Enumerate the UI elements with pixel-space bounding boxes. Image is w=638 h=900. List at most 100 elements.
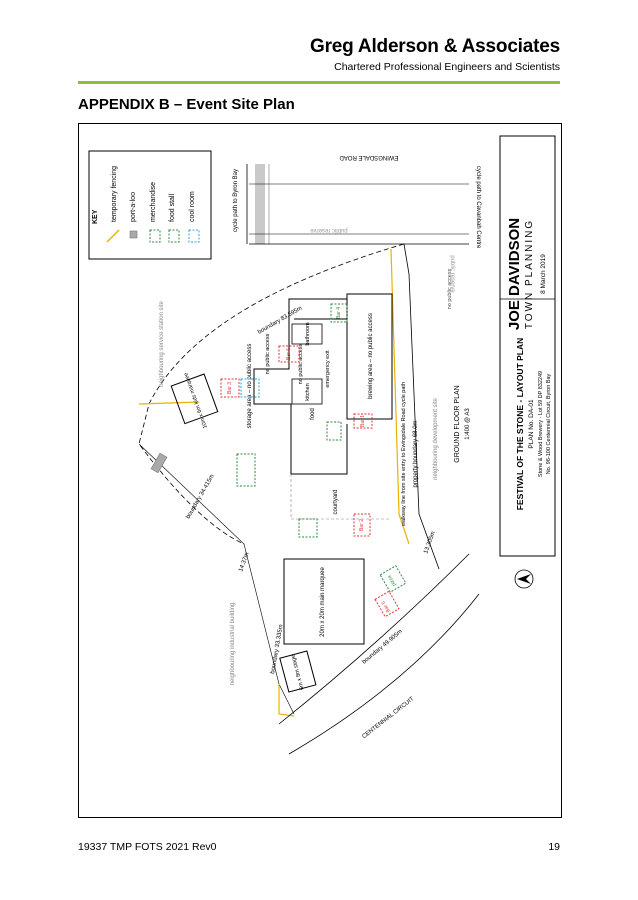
svg-text:no public access: no public access — [265, 333, 271, 374]
title-block — [499, 135, 556, 557]
label-bar-3: Bar 3 — [227, 382, 233, 394]
svg-text:FESTIVAL OF THE STONE - LAYOUT: FESTIVAL OF THE STONE - LAYOUT PLAN — [515, 338, 525, 511]
key-merchandise-symbol — [149, 229, 161, 243]
site-plan: KEY temporary fencing port-a-loo merchan… — [78, 123, 562, 818]
bar-3 — [220, 378, 240, 398]
label-food: food — [310, 408, 316, 420]
svg-text:EWINGSDALE ROAD: EWINGSDALE ROAD — [339, 154, 399, 160]
portaloo-bank — [150, 452, 168, 474]
label-no-public-access-top: no public access — [447, 268, 453, 309]
svg-text:brewing area – no public acces: brewing area – no public access — [368, 313, 374, 399]
svg-text:PLAN No. DA-01: PLAN No. DA-01 — [528, 399, 535, 449]
bar-6 — [278, 345, 300, 363]
svg-text:TOWN PLANNING: TOWN PLANNING — [524, 219, 535, 329]
label-bar-1: Bar 1 — [360, 415, 366, 427]
svg-text:boundary 83.595m: boundary 83.595m — [257, 306, 303, 336]
label-pizza: pizza — [387, 574, 398, 587]
label-boundary-6: 13.305m — [423, 531, 437, 555]
footer-document-id: 19337 TMP FOTS 2021 Rev0 — [78, 841, 217, 853]
road-label-ewingsdale: EWINGSDALE ROAD — [339, 154, 399, 160]
fence-line-3 — [278, 684, 295, 717]
svg-text:emergency exit: emergency exit — [325, 350, 331, 388]
svg-text:bathroom: bathroom — [305, 322, 311, 346]
appendix-title: APPENDIX B – Event Site Plan — [78, 96, 295, 113]
food-stall-1 — [236, 453, 256, 487]
key-item-cool-room: cool room — [189, 191, 196, 222]
site-plan-drawing: KEY temporary fencing port-a-loo merchan… — [88, 135, 556, 755]
label-bar-4: Bar 4 — [336, 307, 342, 319]
label-public-reserve-top: public reserve — [310, 227, 348, 233]
label-boundary-1: boundary 83.595m — [257, 306, 303, 336]
label-kitchen: kitchen — [305, 383, 311, 400]
svg-text:neighbouring service station s: neighbouring service station site — [159, 300, 165, 386]
bar-5 — [374, 590, 400, 618]
svg-text:Bar 5: Bar 5 — [380, 600, 391, 614]
key-item-portaloo: port-a-loo — [130, 192, 137, 222]
road-shoulder — [255, 164, 265, 244]
title-plan-no: PLAN No. DA-01 — [528, 399, 535, 449]
centennial-edge-2 — [288, 593, 480, 755]
title-firm-line1: JOE DAVIDSON — [506, 218, 523, 330]
svg-text:Stone & Wood Brewery - Lot 59: Stone & Wood Brewery - Lot 59 DP 832249 — [538, 371, 544, 477]
label-no-public-access-1: no public access — [265, 333, 271, 374]
svg-text:kitchen: kitchen — [305, 383, 311, 400]
main-marquee — [283, 558, 365, 645]
cool-room-1 — [240, 378, 260, 398]
north-arrow-pointer — [517, 574, 531, 584]
svg-text:KEY: KEY — [92, 209, 99, 224]
label-courtyard: courtyard — [333, 489, 339, 514]
label-stage: 6m x 8m stage — [290, 654, 305, 690]
svg-text:port-a-loo: port-a-loo — [130, 192, 137, 222]
label-property-boundary: property boundary 68.0m — [413, 420, 419, 487]
fence-line-1 — [138, 401, 200, 405]
property-boundary-arc — [138, 243, 405, 545]
svg-text:GROUND FLOOR PLAN: GROUND FLOOR PLAN — [454, 385, 461, 462]
svg-text:courtyard: courtyard — [333, 489, 339, 514]
label-cycle-right: cycle path to Cavanbah Centre — [475, 166, 481, 249]
label-bathroom: bathroom — [305, 322, 311, 346]
svg-text:No. 96-100 Centennial Circuit,: No. 96-100 Centennial Circuit, Byron Bay — [546, 373, 552, 474]
svg-text:public reserve: public reserve — [449, 255, 455, 293]
svg-text:10m x 6m kids marquee: 10m x 6m kids marquee — [183, 372, 209, 429]
label-bar-6: Bar 6 — [286, 348, 292, 360]
footer-page-number: 19 — [548, 841, 560, 853]
company-name: Greg Alderson & Associates — [310, 36, 560, 57]
svg-text:neighbouring development site: neighbouring development site — [433, 397, 439, 479]
kitchen-box — [291, 378, 323, 405]
svg-text:cool room: cool room — [189, 191, 196, 222]
key-fence-symbol — [106, 229, 120, 243]
key-portaloo-symbol — [129, 230, 138, 239]
svg-text:neighbouring industrial buildi: neighbouring industrial building — [230, 603, 236, 686]
title-plan-title: FESTIVAL OF THE STONE - LAYOUT PLAN — [515, 338, 525, 511]
centennial-edge-1 — [278, 553, 470, 725]
boundary-line-right — [403, 243, 440, 570]
svg-text:JOE DAVIDSON: JOE DAVIDSON — [506, 218, 523, 330]
brewing-area-box — [346, 293, 393, 420]
key-item-food-stall: food stall — [169, 194, 176, 222]
svg-text:cycle path to Byron Bay: cycle path to Byron Bay — [233, 169, 239, 232]
title-address1: Stone & Wood Brewery - Lot 59 DP 832249 — [538, 371, 544, 477]
svg-text:food: food — [310, 408, 316, 420]
stage — [279, 650, 317, 693]
fence-line-2 — [390, 248, 410, 545]
label-kids-marquee: 10m x 6m kids marquee — [183, 372, 209, 429]
svg-text:property boundary 68.0m: property boundary 68.0m — [413, 420, 419, 487]
label-neighbouring-service-station: neighbouring service station site — [159, 300, 165, 386]
label-main-marquee: 20m x 20m main marquee — [320, 566, 326, 636]
label-ground-floor: GROUND FLOOR PLAN — [454, 385, 461, 462]
bathroom-box — [291, 323, 323, 345]
svg-text:6m x 8m stage: 6m x 8m stage — [290, 654, 305, 690]
boundary-line-left — [138, 443, 295, 715]
svg-text:boundary 49.905m: boundary 49.905m — [361, 629, 403, 666]
key-heading: KEY — [92, 209, 99, 224]
title-address2: No. 96-100 Centennial Circuit, Byron Bay — [546, 373, 552, 474]
label-storage: storage area – no public access — [247, 344, 253, 429]
svg-text:public reserve: public reserve — [310, 227, 348, 233]
svg-text:Bar 3: Bar 3 — [227, 382, 233, 394]
svg-text:CENTENNIAL CIRCUIT: CENTENNIAL CIRCUIT — [361, 696, 415, 740]
food-stall-3 — [326, 421, 342, 441]
bar-1 — [353, 413, 373, 429]
road-label-centennial: CENTENNIAL CIRCUIT — [361, 696, 415, 740]
title-date: 8 March 2019 — [540, 254, 547, 294]
svg-text:1:400 @ A3: 1:400 @ A3 — [465, 408, 471, 440]
